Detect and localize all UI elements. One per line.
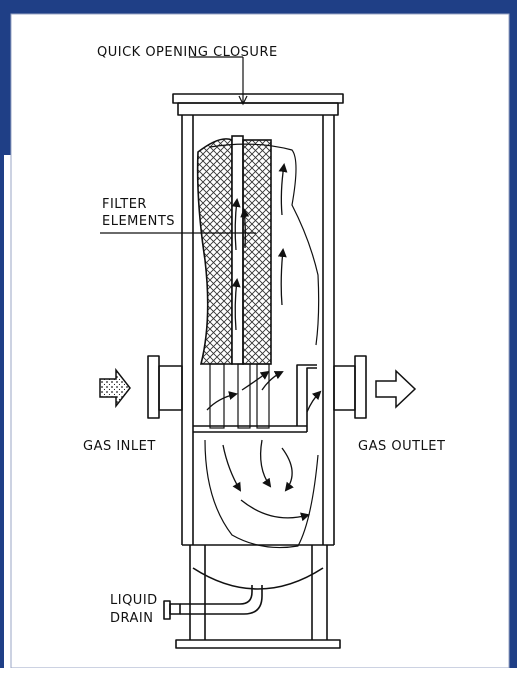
frame-left-border-top bbox=[0, 0, 11, 125]
filter-elements bbox=[196, 135, 272, 429]
sump-outline bbox=[204, 439, 319, 549]
gas-inlet-label: GAS INLET bbox=[83, 439, 156, 454]
quick-opening-closure bbox=[172, 93, 344, 116]
gas-inlet-nozzle bbox=[147, 355, 183, 419]
vessel-shell bbox=[181, 115, 335, 590]
gas-outlet-label: GAS OUTLET bbox=[358, 439, 446, 454]
liquid-drain-label-line2: DRAIN bbox=[110, 611, 154, 626]
filter-bag-outline bbox=[209, 143, 320, 346]
filter-elements-label-line2: ELEMENTS bbox=[102, 214, 176, 229]
gas-outlet-arrow bbox=[375, 369, 417, 409]
quick-opening-closure-label: QUICK OPENING CLOSURE bbox=[97, 45, 278, 60]
frame-right-border bbox=[509, 0, 517, 668]
gas-outlet-nozzle bbox=[333, 355, 367, 419]
frame-left-border bbox=[0, 155, 4, 668]
vessel-support bbox=[175, 545, 341, 649]
leader-lines bbox=[100, 56, 256, 234]
liquid-drain-label-line1: LIQUID bbox=[110, 593, 158, 608]
gas-inlet-arrow bbox=[99, 367, 131, 409]
liquid-drain-pipe bbox=[163, 585, 263, 620]
flow-arrows bbox=[206, 163, 322, 522]
frame-top-border bbox=[0, 0, 517, 14]
tube-sheet bbox=[193, 364, 317, 433]
filter-elements-label-line1: FILTER bbox=[102, 197, 147, 212]
